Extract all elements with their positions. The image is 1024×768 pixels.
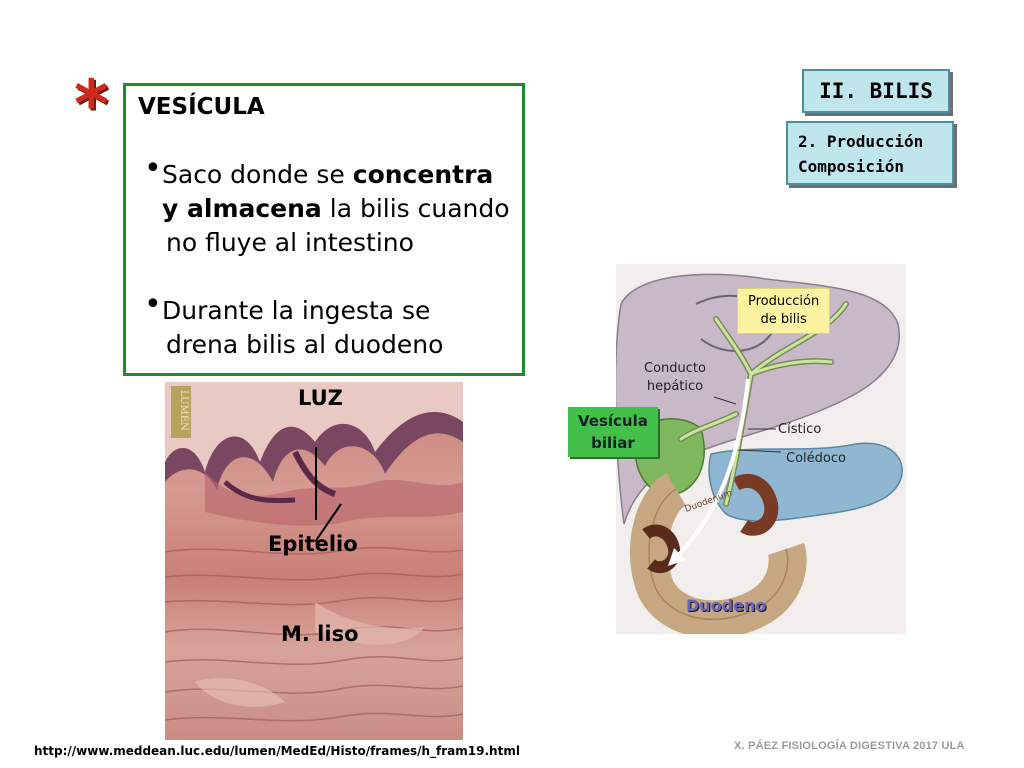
gallbladder-histology-drawing: [165, 382, 463, 722]
bullet-concentra: •Saco donde se concentra y almacena la b…: [144, 151, 510, 258]
biliary-tree-drawing: Duodenum: [616, 273, 903, 634]
section-title-box: II. BILIS: [802, 69, 950, 113]
label-musculo-liso: M. liso: [281, 622, 359, 646]
lumen-watermark-badge: LUMEN: [171, 386, 191, 438]
label-vesicula-biliar: Vesícula biliar: [568, 407, 658, 457]
label-luz: LUZ: [298, 386, 343, 410]
biliary-anatomy-image: Duodenum Producción de bilis Conducto he…: [616, 264, 906, 634]
footer-credit: X. PÁEZ FISIOLOGÍA DIGESTIVA 2017 ULA: [734, 740, 965, 752]
label-epitelio: Epitelio: [268, 532, 358, 556]
bullet-ingesta: •Durante la ingesta se drena bilis al du…: [144, 287, 444, 360]
label-cistico: Cístico: [778, 422, 822, 437]
label-duodeno: Duodeno: [686, 596, 767, 615]
bullet-dot-icon: •: [144, 151, 162, 186]
asterisk-marker: *: [74, 66, 109, 143]
box-title: VESÍCULA: [138, 94, 265, 120]
label-coledoco: Colédoco: [786, 451, 846, 466]
section-subtitle-box: 2. Producción Composición: [786, 121, 954, 185]
label-conducto-hepatico: Conducto hepático: [644, 361, 706, 394]
histology-image: LUMEN LUZ Epitelio M. liso: [165, 382, 463, 740]
bullet-dot-icon: •: [144, 287, 162, 322]
source-url[interactable]: http://www.meddean.luc.edu/lumen/MedEd/H…: [34, 744, 520, 758]
vesicula-text-box: VESÍCULA •Saco donde se concentra y alma…: [123, 83, 525, 376]
label-produccion-bilis: Producción de bilis: [737, 288, 831, 334]
